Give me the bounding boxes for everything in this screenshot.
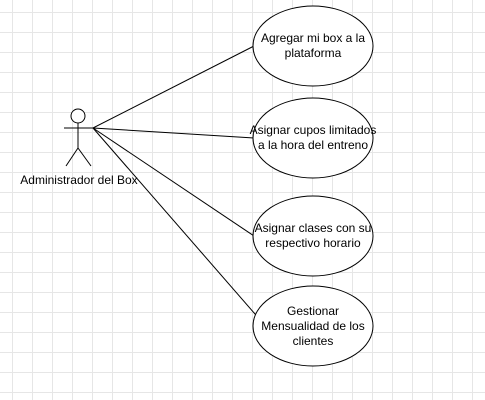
- use-case-3-label: Asignar clases con su respectivo horario: [254, 221, 372, 250]
- use-case-3-ellipse[interactable]: [252, 195, 374, 277]
- actor-label: Administrador del Box: [20, 173, 138, 187]
- actor-head: [70, 108, 86, 124]
- actor-figure[interactable]: [64, 108, 93, 167]
- associations: [92, 45, 263, 323]
- use-case-1-label: Agregar mi box a la plataforma: [260, 31, 366, 60]
- association-line-1[interactable]: [92, 45, 255, 129]
- use-case-1-ellipse[interactable]: [252, 5, 374, 87]
- association-line-2[interactable]: [92, 127, 255, 139]
- association-line-3[interactable]: [92, 127, 258, 239]
- association-line-4[interactable]: [92, 127, 263, 323]
- use-case-2-label: Asignar cupos limitados a la hora del en…: [249, 123, 377, 152]
- actor-left-leg: [65, 147, 79, 167]
- use-case-2-ellipse[interactable]: [252, 97, 374, 179]
- use-case-shapes: [252, 5, 374, 367]
- use-case-4-label: Gestionar Mensualidad de los clientes: [261, 303, 365, 348]
- actor-right-leg: [77, 147, 92, 167]
- use-case-4-ellipse[interactable]: [252, 285, 374, 367]
